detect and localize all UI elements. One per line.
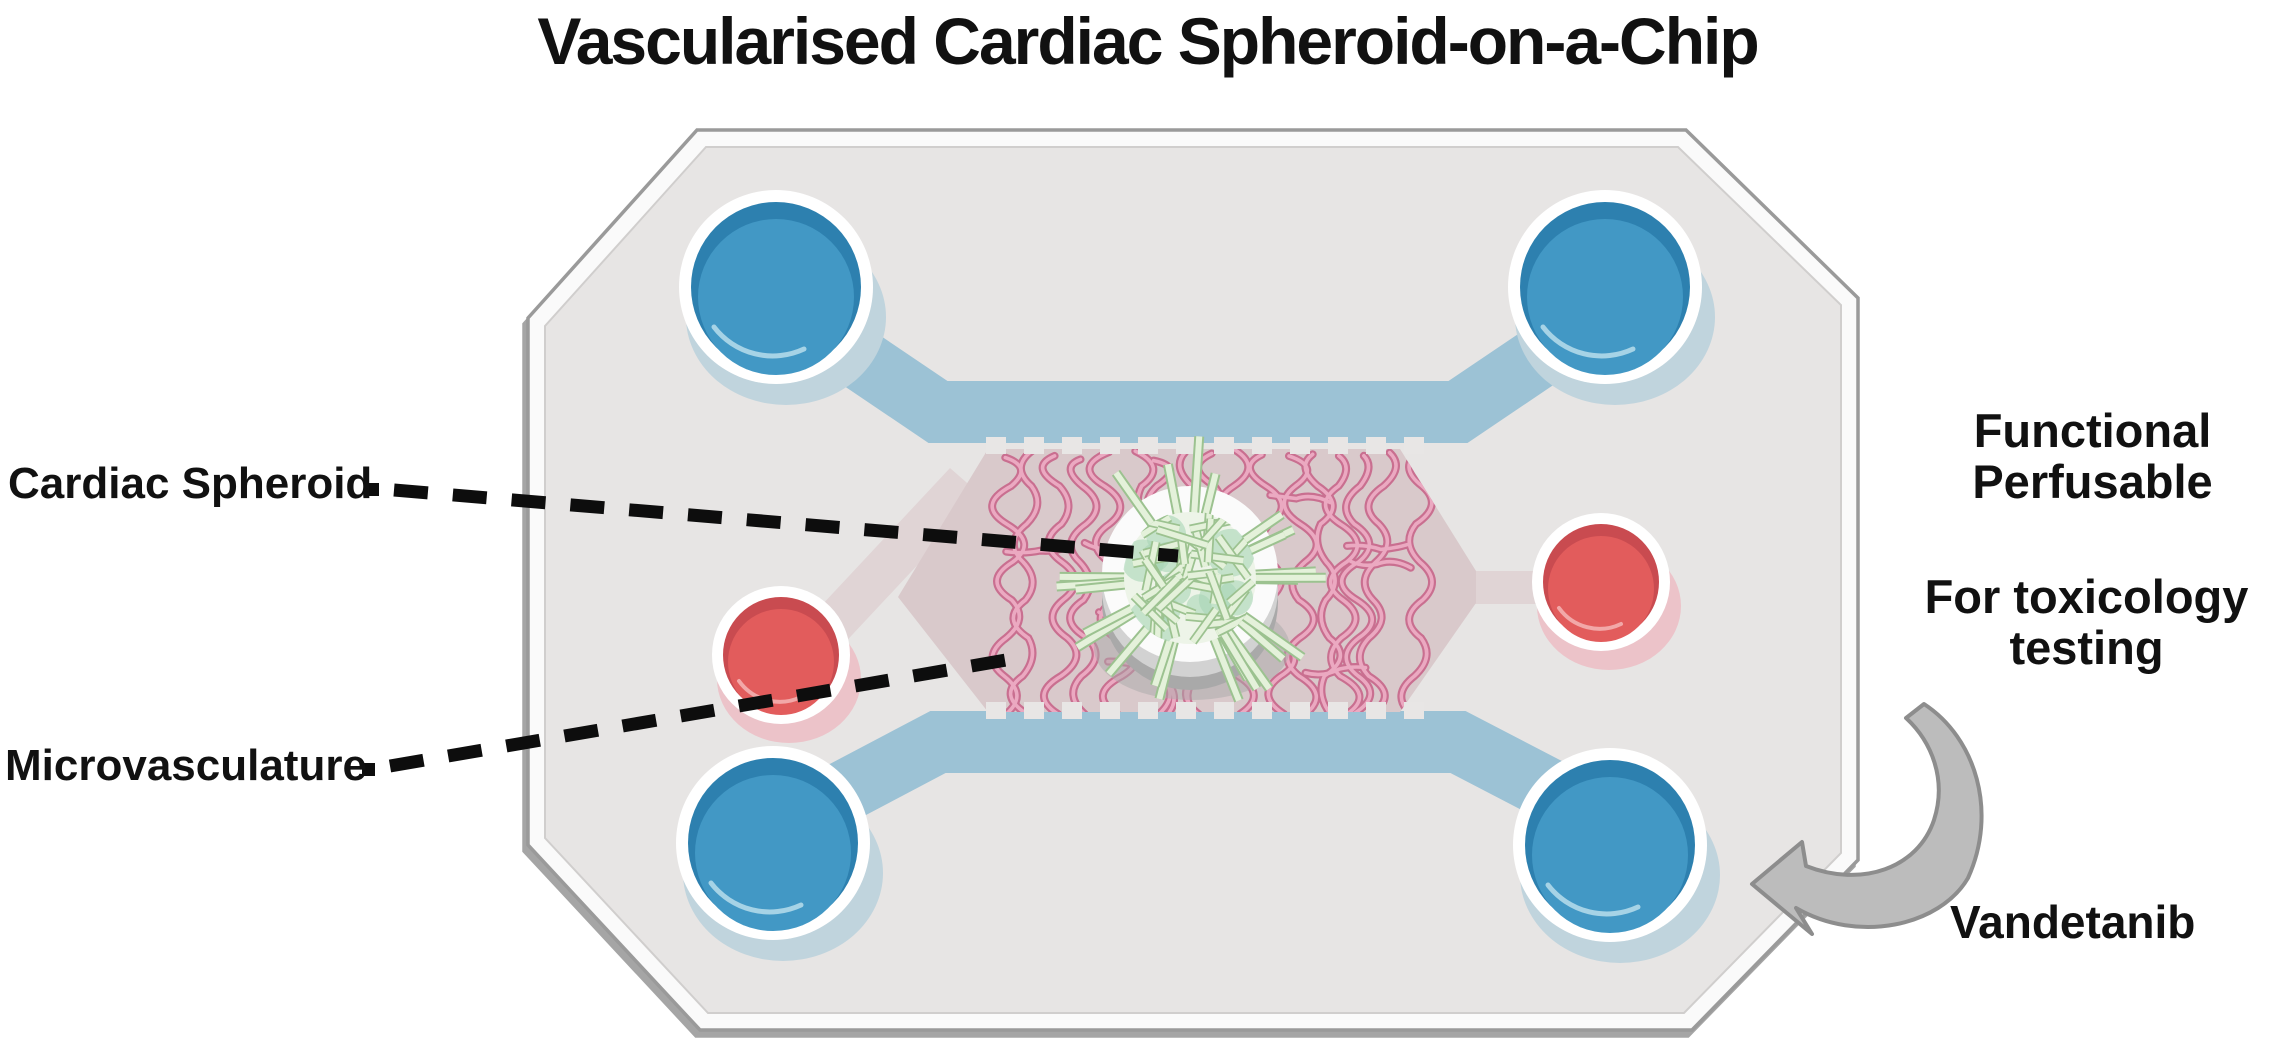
micro-post [1214, 437, 1234, 454]
vessel-highlight [990, 455, 1026, 712]
well-liquid [698, 219, 854, 375]
micro-post [1024, 702, 1044, 719]
micro-post [1252, 437, 1272, 454]
well-highlight [1557, 606, 1623, 631]
vessel-highlight [1008, 449, 1040, 712]
bottom-channel [775, 711, 1627, 850]
sprout-fill [1113, 471, 1160, 533]
core-stick-fill [1156, 573, 1196, 611]
well-media-top-right [1508, 190, 1715, 405]
micro-post [1366, 702, 1386, 719]
sprout-fill [1190, 436, 1203, 523]
micro-post [1404, 702, 1424, 719]
micro-post [1138, 702, 1158, 719]
well-liquid [695, 775, 851, 931]
well-liquid [1527, 219, 1683, 375]
micro-post [1366, 437, 1386, 454]
core-stick-fill [1206, 570, 1230, 621]
vessel-highlight [1323, 454, 1362, 712]
micro-post [986, 437, 1006, 454]
micro-post [1100, 437, 1120, 454]
well-highlight [1540, 324, 1636, 359]
well-media-bottom-left [676, 746, 883, 961]
drug-label: Vandetanib [1950, 896, 2196, 948]
core-stick-fill [1156, 527, 1209, 548]
well-gel-right [1532, 513, 1681, 670]
well-liquid [1548, 536, 1654, 642]
vessel-highlight [1268, 493, 1333, 505]
callout-dot-spheroid [366, 483, 379, 496]
micro-post [1138, 437, 1158, 454]
spheroid-core-texture [1123, 511, 1257, 645]
well-highlight [711, 324, 807, 359]
well-media-top-left [679, 190, 886, 405]
sprout-fill [1235, 616, 1286, 662]
core-stick-fill [1190, 607, 1219, 644]
sprout-fill [1223, 626, 1272, 691]
core-stick-fill [1131, 593, 1169, 631]
micro-posts [986, 437, 1424, 719]
microvasculature-label: Microvasculature [5, 741, 367, 790]
vessel-highlight [1303, 452, 1343, 712]
micro-post [1252, 702, 1272, 719]
vessel-highlight [1339, 454, 1374, 712]
sprout-fill [1075, 608, 1138, 650]
vessel-highlight [1358, 450, 1398, 712]
micro-post [1062, 702, 1082, 719]
microvasculature-callout-line [388, 652, 1014, 773]
purpose-note: For toxicology testing [1924, 570, 2249, 674]
micro-post [1214, 702, 1234, 719]
well-media-bottom-right [1513, 748, 1720, 963]
core-stick-fill [1142, 557, 1166, 589]
vessel-highlight [1345, 542, 1409, 552]
feature-note: Functional Perfusable [1885, 404, 2295, 508]
feature-note-line2: Perfusable [1972, 454, 2213, 508]
callout-dot-micro [362, 763, 375, 776]
micro-post [1062, 437, 1082, 454]
vessel-highlight [1349, 559, 1413, 570]
micro-post [1328, 437, 1348, 454]
sprout-fill [1083, 601, 1142, 636]
micro-post [1404, 437, 1424, 454]
micro-post [1328, 702, 1348, 719]
sprout-fill [1239, 611, 1305, 660]
micro-post [1100, 702, 1120, 719]
figure-title: Vascularised Cardiac Spheroid-on-a-Chip [537, 4, 1759, 78]
well-highlight [1545, 882, 1641, 917]
micro-post [1290, 702, 1310, 719]
wells [676, 190, 1720, 963]
cardiac-spheroid-label: Cardiac Spheroid [8, 459, 373, 508]
left-chamber-connector [806, 468, 982, 650]
core-stick-fill [1227, 579, 1255, 605]
cardiac-spheroid [1056, 436, 1326, 703]
micro-post [1176, 437, 1196, 454]
sprout-fill [1220, 631, 1260, 691]
micro-post [1176, 702, 1196, 719]
micro-post [1024, 437, 1044, 454]
well-liquid [1532, 777, 1688, 933]
micro-post [1290, 437, 1310, 454]
vessel-highlight [1303, 665, 1368, 677]
spheroid-callout-line [393, 483, 1179, 563]
core-stick-fill [1141, 576, 1180, 616]
feature-note-line1: Functional [1973, 404, 2212, 457]
sprout-fill [1152, 636, 1174, 687]
dosing-arrow [1750, 702, 1984, 936]
micro-post [986, 702, 1006, 719]
callout-lines [362, 483, 1179, 776]
well-highlight [708, 880, 804, 915]
